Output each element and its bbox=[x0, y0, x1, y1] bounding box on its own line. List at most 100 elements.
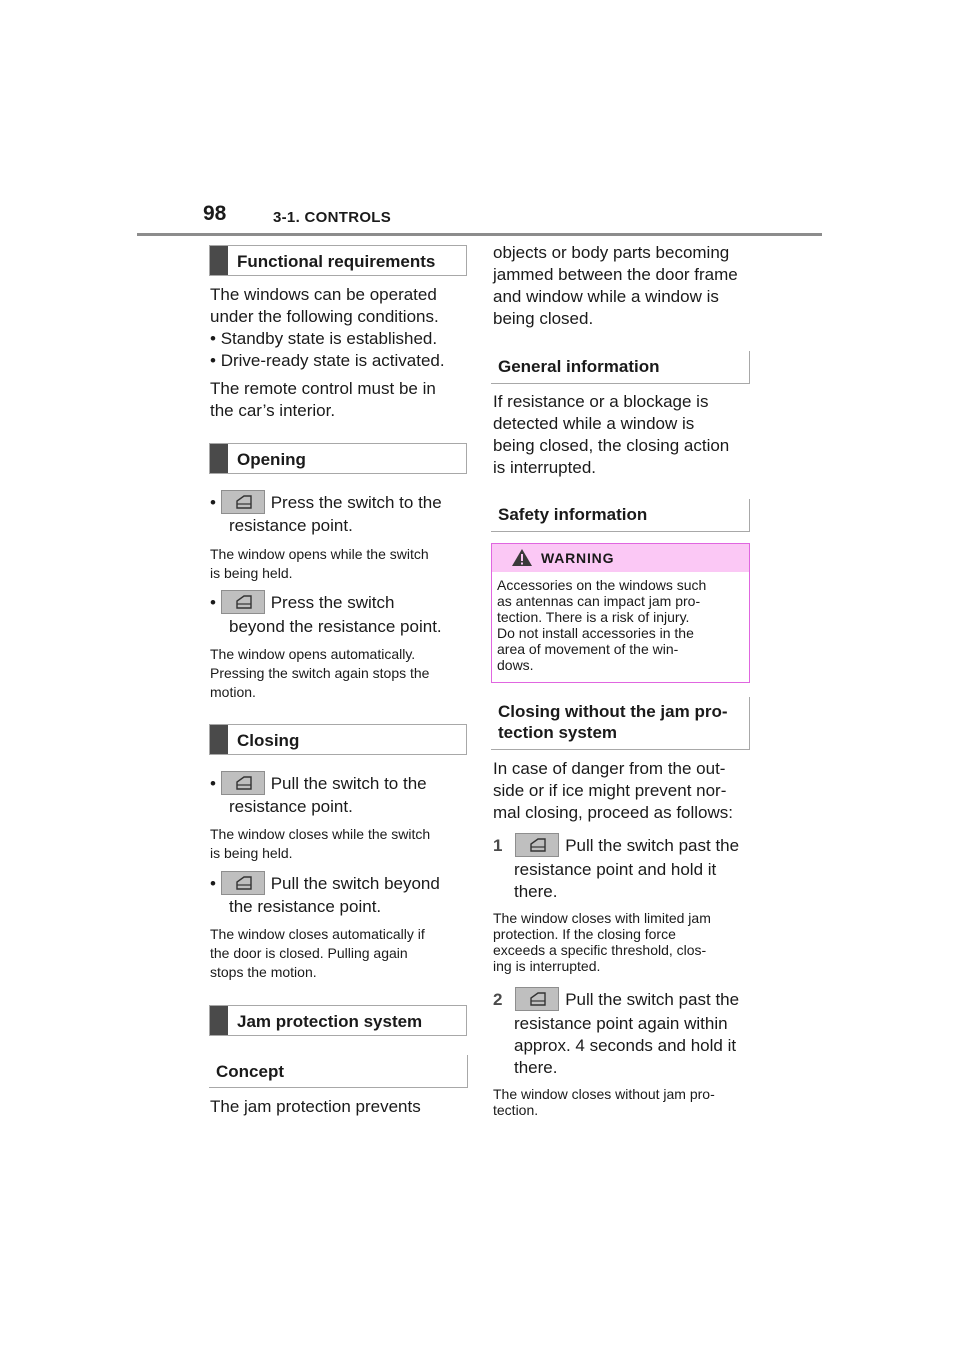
section-title: 3-1. CONTROLS bbox=[273, 209, 392, 226]
window-switch-icon bbox=[515, 987, 560, 1011]
heading-tab bbox=[210, 725, 228, 754]
list-item: • Standby state is established. bbox=[210, 329, 438, 348]
list-item-text: resistance point. bbox=[229, 516, 353, 535]
heading-text: Safety information bbox=[498, 505, 648, 524]
heading-opening: Opening bbox=[209, 443, 467, 474]
note-line: is being held. bbox=[210, 565, 293, 581]
warning-line: Accessories on the windows such bbox=[497, 577, 707, 593]
warning-title: WARNING bbox=[541, 550, 615, 566]
step-1: 1 Pull the switch past the bbox=[493, 833, 739, 857]
step-number: 1 bbox=[493, 836, 503, 855]
note-line: motion. bbox=[210, 684, 256, 700]
step-text: Pull the switch past the bbox=[565, 836, 740, 855]
note-line: The window closes while the switch bbox=[210, 826, 431, 842]
danger-line: mal closing, proceed as follows: bbox=[493, 803, 734, 822]
list-item-text: Press the switch to the bbox=[270, 493, 442, 512]
heading-functional-requirements: Functional requirements bbox=[209, 245, 467, 276]
list-item-text: Pull the switch to the bbox=[270, 774, 427, 793]
heading-jam-protection: Jam protection system bbox=[209, 1005, 467, 1036]
note-line: is being held. bbox=[210, 845, 293, 861]
danger-line: side or if ice might prevent nor- bbox=[493, 781, 727, 800]
remote-line: the car’s interior. bbox=[210, 401, 336, 420]
note-line: the door is closed. Pulling again bbox=[210, 945, 408, 961]
remote-line: The remote control must be in bbox=[210, 379, 436, 398]
window-switch-icon bbox=[220, 771, 265, 795]
note-line: The window closes automatically if bbox=[210, 926, 425, 942]
general-line: If resistance or a blockage is bbox=[493, 392, 709, 411]
step-text: there. bbox=[514, 1058, 558, 1077]
note-line: The window opens while the switch bbox=[210, 546, 429, 562]
step-text: there. bbox=[514, 882, 558, 901]
heading-closing-without-jam-protection: Closing without the jam pro- tection sys… bbox=[491, 697, 750, 750]
list-item-text: resistance point. bbox=[229, 797, 353, 816]
heading-closing: Closing bbox=[209, 724, 467, 755]
warning-triangle-icon bbox=[512, 549, 532, 566]
general-line: detected while a window is bbox=[493, 414, 695, 433]
list-item-text: Pull the switch beyond bbox=[270, 874, 440, 893]
general-line: being closed, the closing action bbox=[493, 436, 730, 455]
heading-text: General information bbox=[498, 357, 660, 376]
heading-text: Closing bbox=[237, 731, 300, 750]
heading-tab bbox=[210, 246, 228, 275]
heading-general-information: General information bbox=[491, 351, 750, 384]
general-line: is interrupted. bbox=[493, 458, 596, 477]
note-line: The window closes with limited jam bbox=[493, 910, 711, 926]
continued-line: and window while a window is bbox=[493, 287, 719, 306]
heading-text-line: tection system bbox=[498, 723, 618, 742]
window-switch-icon bbox=[515, 833, 560, 857]
note-line: ing is interrupted. bbox=[493, 958, 601, 974]
danger-line: In case of danger from the out- bbox=[493, 759, 726, 778]
heading-text: Functional requirements bbox=[237, 252, 436, 271]
list-item: • Drive-ready state is activated. bbox=[210, 351, 445, 370]
intro-line: under the following conditions. bbox=[210, 307, 439, 326]
warning-line: Do not install accessories in the bbox=[497, 625, 694, 641]
list-item-text: beyond the resistance point. bbox=[229, 617, 442, 636]
step-number: 2 bbox=[493, 990, 503, 1009]
list-item-text: Drive-ready state is activated. bbox=[220, 351, 445, 370]
continued-line: being closed. bbox=[493, 309, 594, 328]
list-item-text: Press the switch bbox=[270, 593, 395, 612]
note-line: The window closes without jam pro- bbox=[493, 1086, 715, 1102]
window-switch-icon bbox=[220, 871, 265, 895]
heading-safety-information: Safety information bbox=[491, 499, 750, 532]
note-line: tection. bbox=[493, 1102, 539, 1118]
concept-line: The jam protection prevents bbox=[210, 1097, 421, 1116]
note-line: stops the motion. bbox=[210, 964, 317, 980]
warning-line: tection. There is a risk of injury. bbox=[497, 609, 690, 625]
step-text: Pull the switch past the bbox=[565, 990, 740, 1009]
intro-line: The windows can be operated bbox=[210, 285, 437, 304]
warning-line: dows. bbox=[497, 657, 534, 673]
heading-tab bbox=[210, 1006, 228, 1035]
warning-header: WARNING bbox=[492, 544, 749, 572]
heading-concept: Concept bbox=[209, 1055, 468, 1088]
warning-line: area of movement of the win- bbox=[497, 641, 679, 657]
heading-text: Jam protection system bbox=[237, 1012, 423, 1031]
warning-text: Accessories on the windows such as anten… bbox=[497, 577, 742, 673]
step-text: approx. 4 seconds and hold it bbox=[514, 1036, 737, 1055]
page-number: 98 bbox=[203, 202, 227, 225]
warning-box: WARNING Accessories on the windows such … bbox=[491, 543, 750, 683]
continued-line: objects or body parts becoming bbox=[493, 243, 730, 262]
list-item-text: Standby state is established. bbox=[220, 329, 438, 348]
list-item: • Press the switch bbox=[210, 590, 394, 614]
step-2: 2 Pull the switch past the bbox=[493, 987, 739, 1011]
window-switch-icon bbox=[220, 490, 265, 514]
heading-text-line: Closing without the jam pro- bbox=[498, 702, 728, 721]
note-line: protection. If the closing force bbox=[493, 926, 676, 942]
heading-tab bbox=[210, 444, 228, 473]
note-line: exceeds a specific threshold, clos- bbox=[493, 942, 707, 958]
list-item: • Pull the switch beyond bbox=[210, 871, 440, 895]
heading-text: Opening bbox=[237, 450, 306, 469]
note-line: The window opens automatically. bbox=[210, 646, 416, 662]
list-item: • Pull the switch to the bbox=[210, 771, 427, 795]
heading-text: Concept bbox=[216, 1062, 284, 1081]
note-line: Pressing the switch again stops the bbox=[210, 665, 430, 681]
list-item-text: the resistance point. bbox=[229, 897, 382, 916]
list-item: • Press the switch to the bbox=[210, 490, 442, 514]
warning-line: as antennas can impact jam pro- bbox=[497, 593, 701, 609]
header-rule bbox=[137, 233, 822, 236]
step-text: resistance point and hold it bbox=[514, 860, 717, 879]
step-text: resistance point again within bbox=[514, 1014, 728, 1033]
continued-line: jammed between the door frame bbox=[493, 265, 738, 284]
window-switch-icon bbox=[220, 590, 265, 614]
